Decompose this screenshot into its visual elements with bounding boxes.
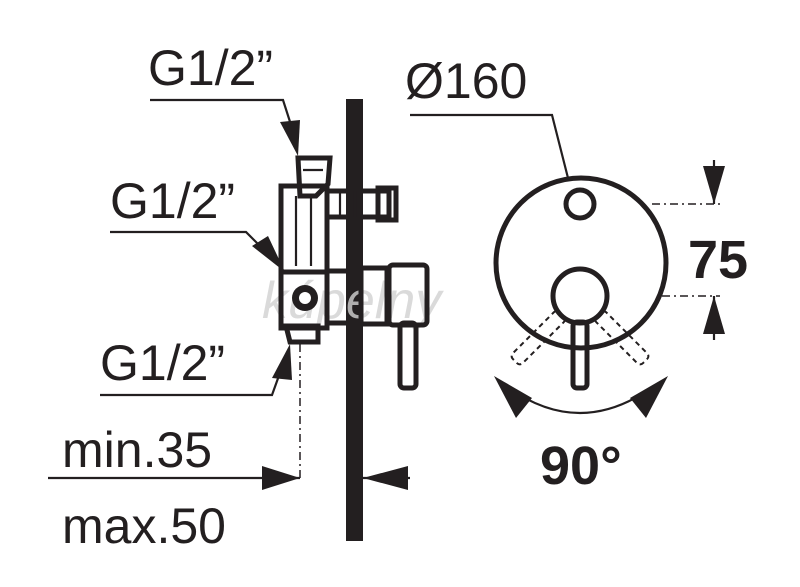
thread-mid-leader	[110, 230, 263, 249]
wall	[346, 99, 363, 541]
thread-top-label: G1/2”	[148, 40, 273, 96]
lever-rotated-left	[510, 310, 566, 366]
lever-rotated-right	[594, 310, 650, 366]
rotation-arrow-right	[630, 376, 668, 418]
min-depth-label: min.35	[62, 422, 212, 478]
upper-nut	[375, 185, 399, 223]
upper-connector	[324, 188, 392, 220]
thread-bottom-label: G1/2”	[100, 335, 225, 391]
thread-bottom-arrow	[272, 344, 292, 380]
rotation-label: 90°	[540, 436, 622, 496]
mixer-front-view	[493, 175, 669, 418]
thread-mid-label: G1/2”	[110, 173, 235, 229]
cover-plate	[493, 175, 669, 351]
bottom-outlet	[282, 323, 321, 345]
handle-lever	[397, 320, 419, 391]
height-arrow-bottom	[703, 296, 725, 334]
thread-top-leader	[150, 98, 294, 129]
rotation-arrow-left	[494, 376, 532, 418]
depth-arrow-left	[262, 466, 300, 490]
thread-top-arrow	[280, 120, 300, 156]
top-inlet	[295, 155, 333, 199]
height-label: 75	[688, 230, 748, 290]
mixer-side-view	[278, 155, 430, 391]
diameter-label: Ø160	[405, 53, 527, 109]
front-lever	[570, 319, 590, 391]
thread-mid-arrow	[252, 236, 285, 272]
diverter-knob	[563, 187, 597, 221]
diameter-leader	[410, 113, 570, 179]
valve-body	[278, 183, 330, 275]
depth-arrow-right	[363, 466, 408, 490]
height-arrow-top	[703, 166, 725, 204]
max-depth-label: max.50	[62, 498, 226, 554]
